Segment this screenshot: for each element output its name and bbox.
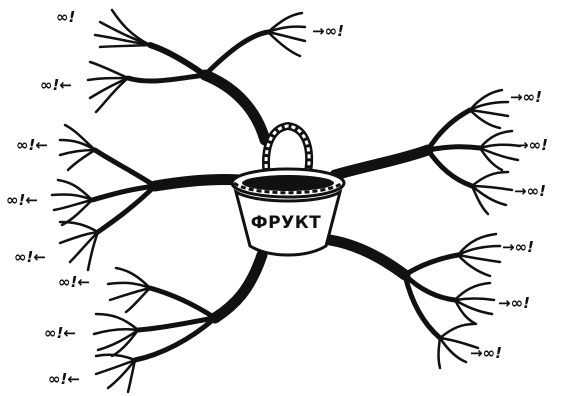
basket-icon (230, 121, 346, 257)
leaf-label: ∞!← (48, 370, 80, 388)
leaf-label: →∞! (312, 22, 344, 40)
leaf-label: →∞! (516, 136, 548, 154)
leaf-label: →∞! (510, 88, 542, 106)
branch-lower-right (324, 232, 502, 370)
branch-lower-left (92, 249, 268, 394)
leaf-label: →∞! (470, 344, 502, 362)
leaf-label: ∞!← (14, 248, 46, 266)
leaf-label: ∞!← (58, 273, 90, 291)
leaf-label: ∞!← (16, 136, 48, 154)
leaf-label: ∞!← (44, 324, 76, 342)
center-topic-label: ФРУКТ (250, 213, 322, 233)
leaf-label: ∞!← (40, 76, 72, 94)
leaf-label: ∞!← (6, 191, 38, 209)
leaf-label: ∞! (56, 8, 76, 26)
leaf-label: →∞! (502, 238, 534, 256)
branch-right (329, 88, 522, 216)
branch-left (50, 123, 246, 272)
leaf-label: →∞! (498, 294, 530, 312)
leaf-label: →∞! (514, 182, 546, 200)
branch-upper-left (86, 8, 307, 146)
